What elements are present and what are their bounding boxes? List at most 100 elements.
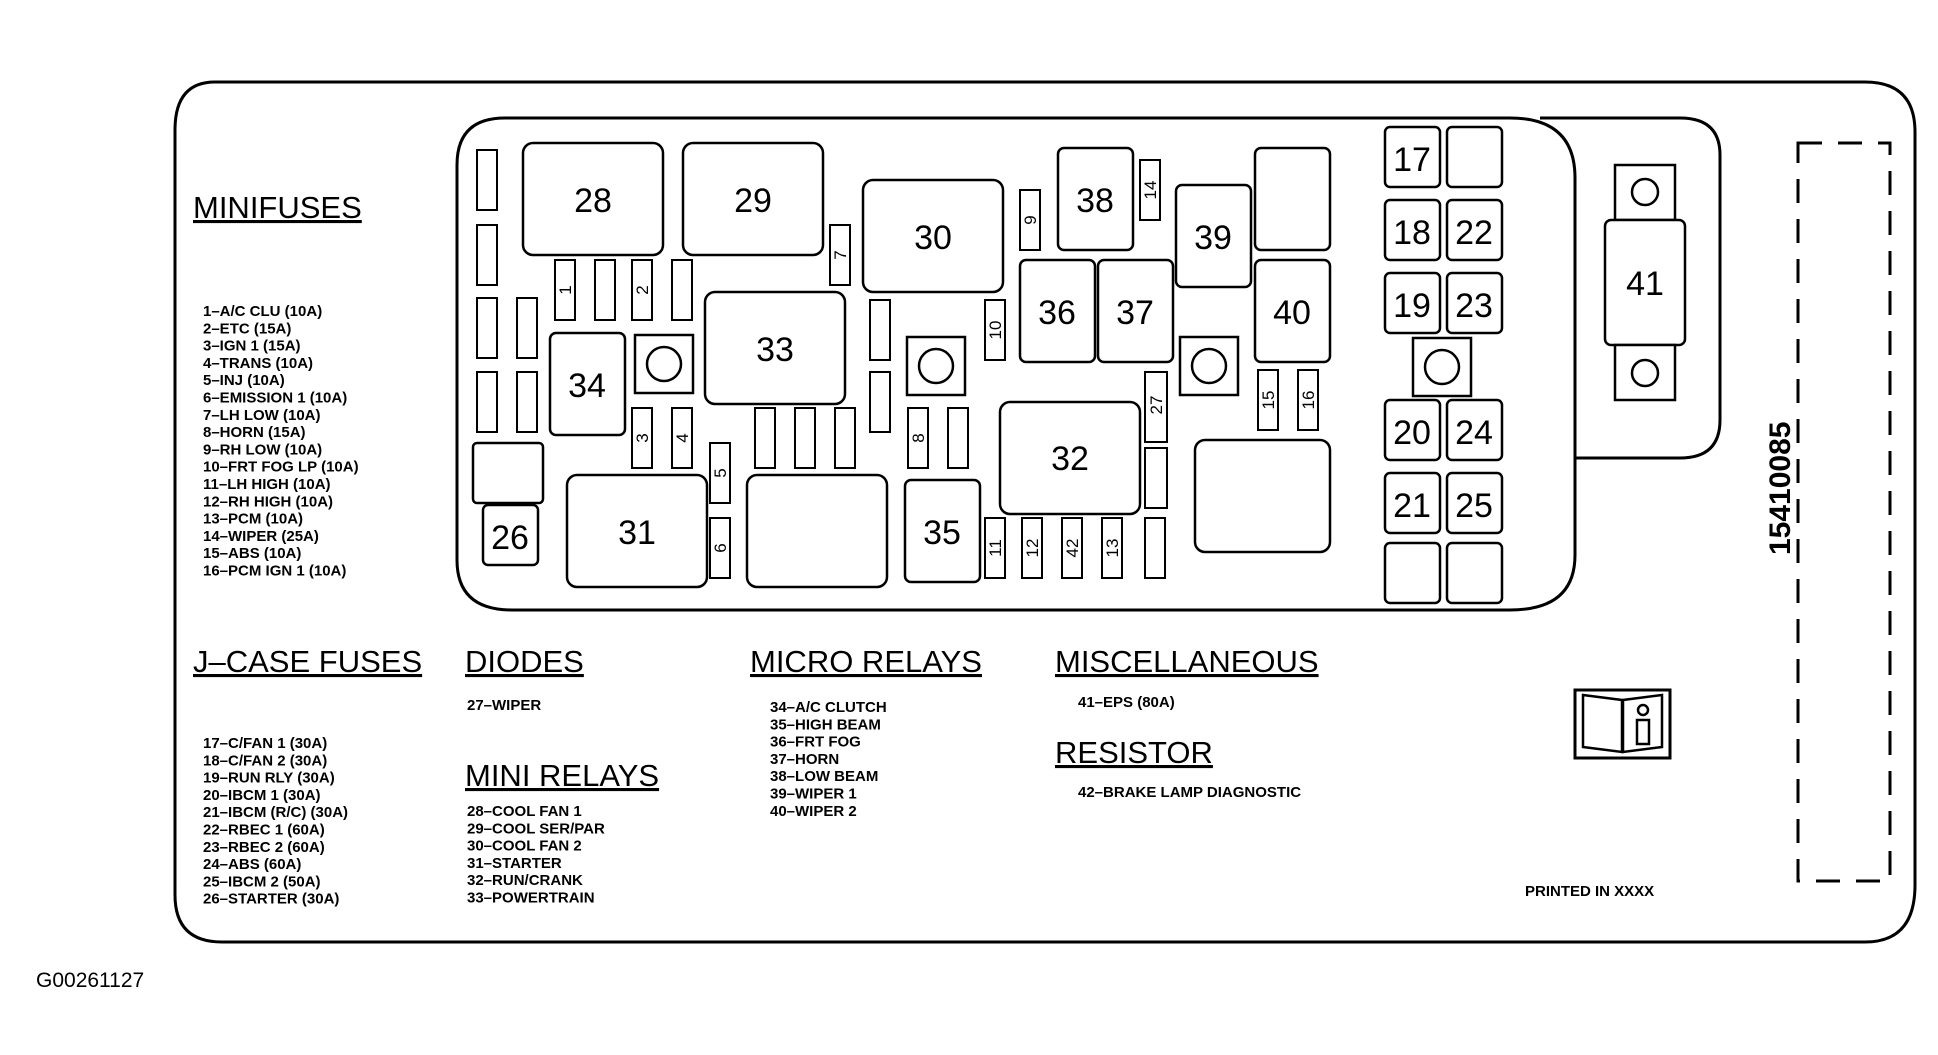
part-number: 15410085: [1764, 422, 1797, 555]
minifuse-14: 14: [1139, 159, 1161, 221]
minifuses-item: 7–LH LOW (10A): [203, 407, 321, 424]
relay-31-number: 31: [618, 514, 656, 552]
figure-id: G00261127: [36, 969, 144, 992]
dashed-label-area: [1796, 141, 1892, 883]
jcase-fuse-21-number: 21: [1393, 487, 1431, 525]
micro-relays-item: 39–WIPER 1: [770, 786, 857, 803]
relay-29: 29: [681, 141, 825, 257]
mini-relays-item: 28–COOL FAN 1: [467, 803, 582, 820]
jcase-fuses-item: 20–IBCM 1 (30A): [203, 787, 321, 804]
jcase-fuses-item: 23–RBEC 2 (60A): [203, 839, 325, 856]
eps-fuse-housing: [1540, 116, 1722, 460]
jcase-fuse-26: 26: [481, 503, 540, 567]
jcase-fuse-blank-bottom-right: [1445, 541, 1504, 605]
jcase-fuse-18-number: 18: [1393, 214, 1431, 252]
stud-2: [905, 335, 967, 397]
relay-37: 37: [1096, 258, 1175, 364]
minifuse-8-number: 8: [909, 433, 928, 442]
minifuse-16-number: 16: [1299, 391, 1318, 410]
minifuses-item: 9–RH LOW (10A): [203, 441, 322, 458]
jcase-fuses-item: 21–IBCM (R/C) (30A): [203, 804, 348, 821]
resistor-42-number: 42: [1063, 539, 1082, 558]
micro-relays-item: 35–HIGH BEAM: [770, 716, 881, 733]
spare-fuse-slots: [476, 149, 1168, 579]
jcase-fuse-24: 24: [1445, 398, 1504, 462]
jcase-fuse-26-number: 26: [491, 519, 529, 557]
relay-34-number: 34: [568, 367, 606, 405]
mini-relays-heading: MINI RELAYS: [465, 758, 659, 793]
stud-1: [633, 333, 695, 395]
minifuse-4-number: 4: [673, 433, 692, 442]
minifuses-item: 10–FRT FOG LP (10A): [203, 459, 359, 476]
resistor-list: 42–BRAKE LAMP DIAGNOSTIC: [1078, 784, 1301, 801]
relay-40-number: 40: [1273, 294, 1311, 332]
miscellaneous-heading: MISCELLANEOUS: [1055, 644, 1319, 679]
relay-40: 40: [1253, 258, 1332, 364]
minifuse-7: 7: [829, 224, 851, 286]
relay-35: 35: [903, 478, 982, 584]
jcase-fuses-item: 18–C/FAN 2 (30A): [203, 752, 327, 769]
minifuses-item: 14–WIPER (25A): [203, 528, 319, 545]
eps-fuse-41: 41: [1603, 163, 1687, 402]
micro-relays-item: 36–FRT FOG: [770, 734, 861, 751]
jcase-fuse-23: 23: [1445, 271, 1504, 335]
minifuse-8: 8: [907, 407, 929, 469]
relay-39: 39: [1174, 183, 1253, 289]
jcase-fuse-19-number: 19: [1393, 287, 1431, 325]
relay-33-number: 33: [756, 331, 794, 369]
minifuses-item: 13–PCM (10A): [203, 511, 303, 528]
minifuses-heading: MINIFUSES: [193, 190, 362, 225]
manual-info-icon: [1573, 688, 1672, 760]
minifuse-11-number: 11: [986, 539, 1005, 557]
misc-item: 41–EPS (80A): [1078, 694, 1175, 711]
relay-32-number: 32: [1051, 440, 1089, 478]
jcase-fuse-22-number: 22: [1455, 214, 1493, 252]
relay-36: 36: [1018, 258, 1097, 364]
printed-in-text: PRINTED IN XXXX: [1525, 883, 1654, 900]
mini-relays-item: 30–COOL FAN 2: [467, 838, 582, 855]
minifuse-11: 11: [984, 517, 1006, 579]
resistor-item: 42–BRAKE LAMP DIAGNOSTIC: [1078, 784, 1301, 801]
jcase-fuse-25-number: 25: [1455, 487, 1493, 525]
mini-relays-item: 29–COOL SER/PAR: [467, 820, 605, 837]
minifuse-10: 10: [984, 299, 1006, 361]
relay-28-number: 28: [574, 182, 612, 220]
jcase-fuse-20-number: 20: [1393, 414, 1431, 452]
jcase-fuses-item: 26–STARTER (30A): [203, 891, 339, 908]
resistor-42: 42: [1061, 517, 1083, 579]
jcase-fuse-19: 19: [1383, 271, 1442, 335]
diodes-list: 27–WIPER: [467, 697, 541, 714]
jcase-fuses-list: 17–C/FAN 1 (30A)18–C/FAN 2 (30A)19–RUN R…: [203, 735, 348, 908]
minifuse-1-number: 1: [556, 285, 575, 294]
minifuses-item: 6–EMISSION 1 (10A): [203, 390, 347, 407]
micro-relays-item: 38–LOW BEAM: [770, 768, 878, 785]
label-border: [173, 80, 1917, 944]
resistor-heading: RESISTOR: [1055, 735, 1213, 770]
minifuse-12: 12: [1021, 517, 1043, 579]
relay-blank-right: [1193, 438, 1332, 554]
minifuse-2-number: 2: [633, 285, 652, 294]
jcase-fuses-item: 25–IBCM 2 (50A): [203, 873, 321, 890]
minifuse-4: 4: [671, 407, 693, 469]
relay-35-number: 35: [923, 514, 961, 552]
mini-relays-item: 32–RUN/CRANK: [467, 872, 583, 889]
micro-relays-item: 34–A/C CLUTCH: [770, 699, 887, 716]
minifuses-item: 4–TRANS (10A): [203, 355, 313, 372]
minifuse-7-number: 7: [831, 250, 850, 259]
relay-34: 34: [548, 331, 627, 437]
diodes-heading: DIODES: [465, 644, 584, 679]
diode-27: 27: [1144, 371, 1168, 443]
miscellaneous-list: 41–EPS (80A): [1078, 694, 1175, 711]
minifuse-9-number: 9: [1021, 215, 1040, 224]
jcase-fuse-21: 21: [1383, 471, 1442, 535]
minifuse-5: 5: [709, 442, 731, 504]
minifuse-13: 13: [1101, 517, 1123, 579]
fuse-block-outline: [455, 116, 1577, 612]
minifuse-9: 9: [1019, 189, 1041, 251]
minifuses-item: 1–A/C CLU (10A): [203, 303, 322, 320]
relay-28: 28: [521, 141, 665, 257]
minifuse-15: 15: [1257, 369, 1279, 431]
